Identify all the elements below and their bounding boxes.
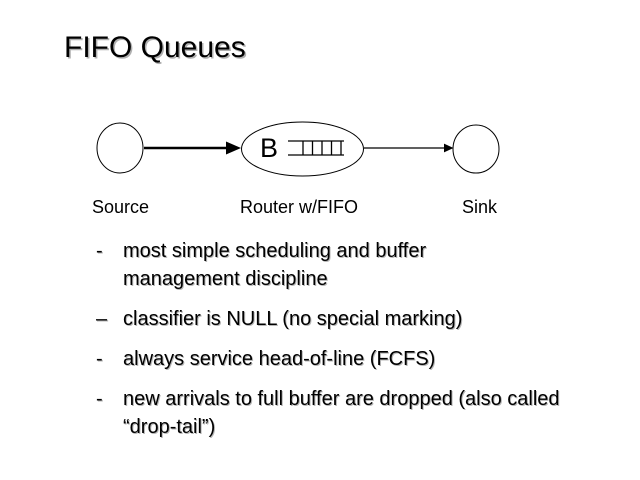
source-node (96, 122, 144, 174)
source-to-router-arrow (144, 141, 241, 155)
bullet-text: new arrivals to full buffer are dropped … (123, 388, 560, 438)
bullet-marker: – (96, 308, 108, 330)
bullet-list: - most simple scheduling and buffer mana… (96, 237, 606, 453)
bullet-text: always service head-of-line (FCFS) (123, 348, 436, 370)
bullet-text: classifier is NULL (no special marking) (123, 308, 463, 330)
bullet-marker: - (96, 388, 103, 410)
bullet-marker: - (96, 348, 103, 370)
bullet-item: - new arrivals to full buffer are droppe… (96, 385, 606, 441)
bullet-text: most simple scheduling and buffer manage… (123, 240, 427, 290)
page-title: FIFO Queues (64, 31, 246, 64)
sink-node (452, 124, 500, 174)
sink-label: Sink (462, 197, 498, 217)
source-label: Source (92, 197, 150, 217)
network-diagram (96, 121, 500, 177)
bullet-item: - always service head-of-line (FCFS) (96, 345, 606, 373)
router-to-sink-arrow (364, 143, 454, 153)
buffer-label: B (260, 133, 279, 163)
bullet-item: - most simple scheduling and buffer mana… (96, 237, 606, 293)
bullet-item: – classifier is NULL (no special marking… (96, 305, 606, 333)
router-label: Router w/FIFO (240, 197, 359, 217)
fifo-queue-icon (288, 140, 344, 156)
bullet-marker: - (96, 240, 103, 262)
